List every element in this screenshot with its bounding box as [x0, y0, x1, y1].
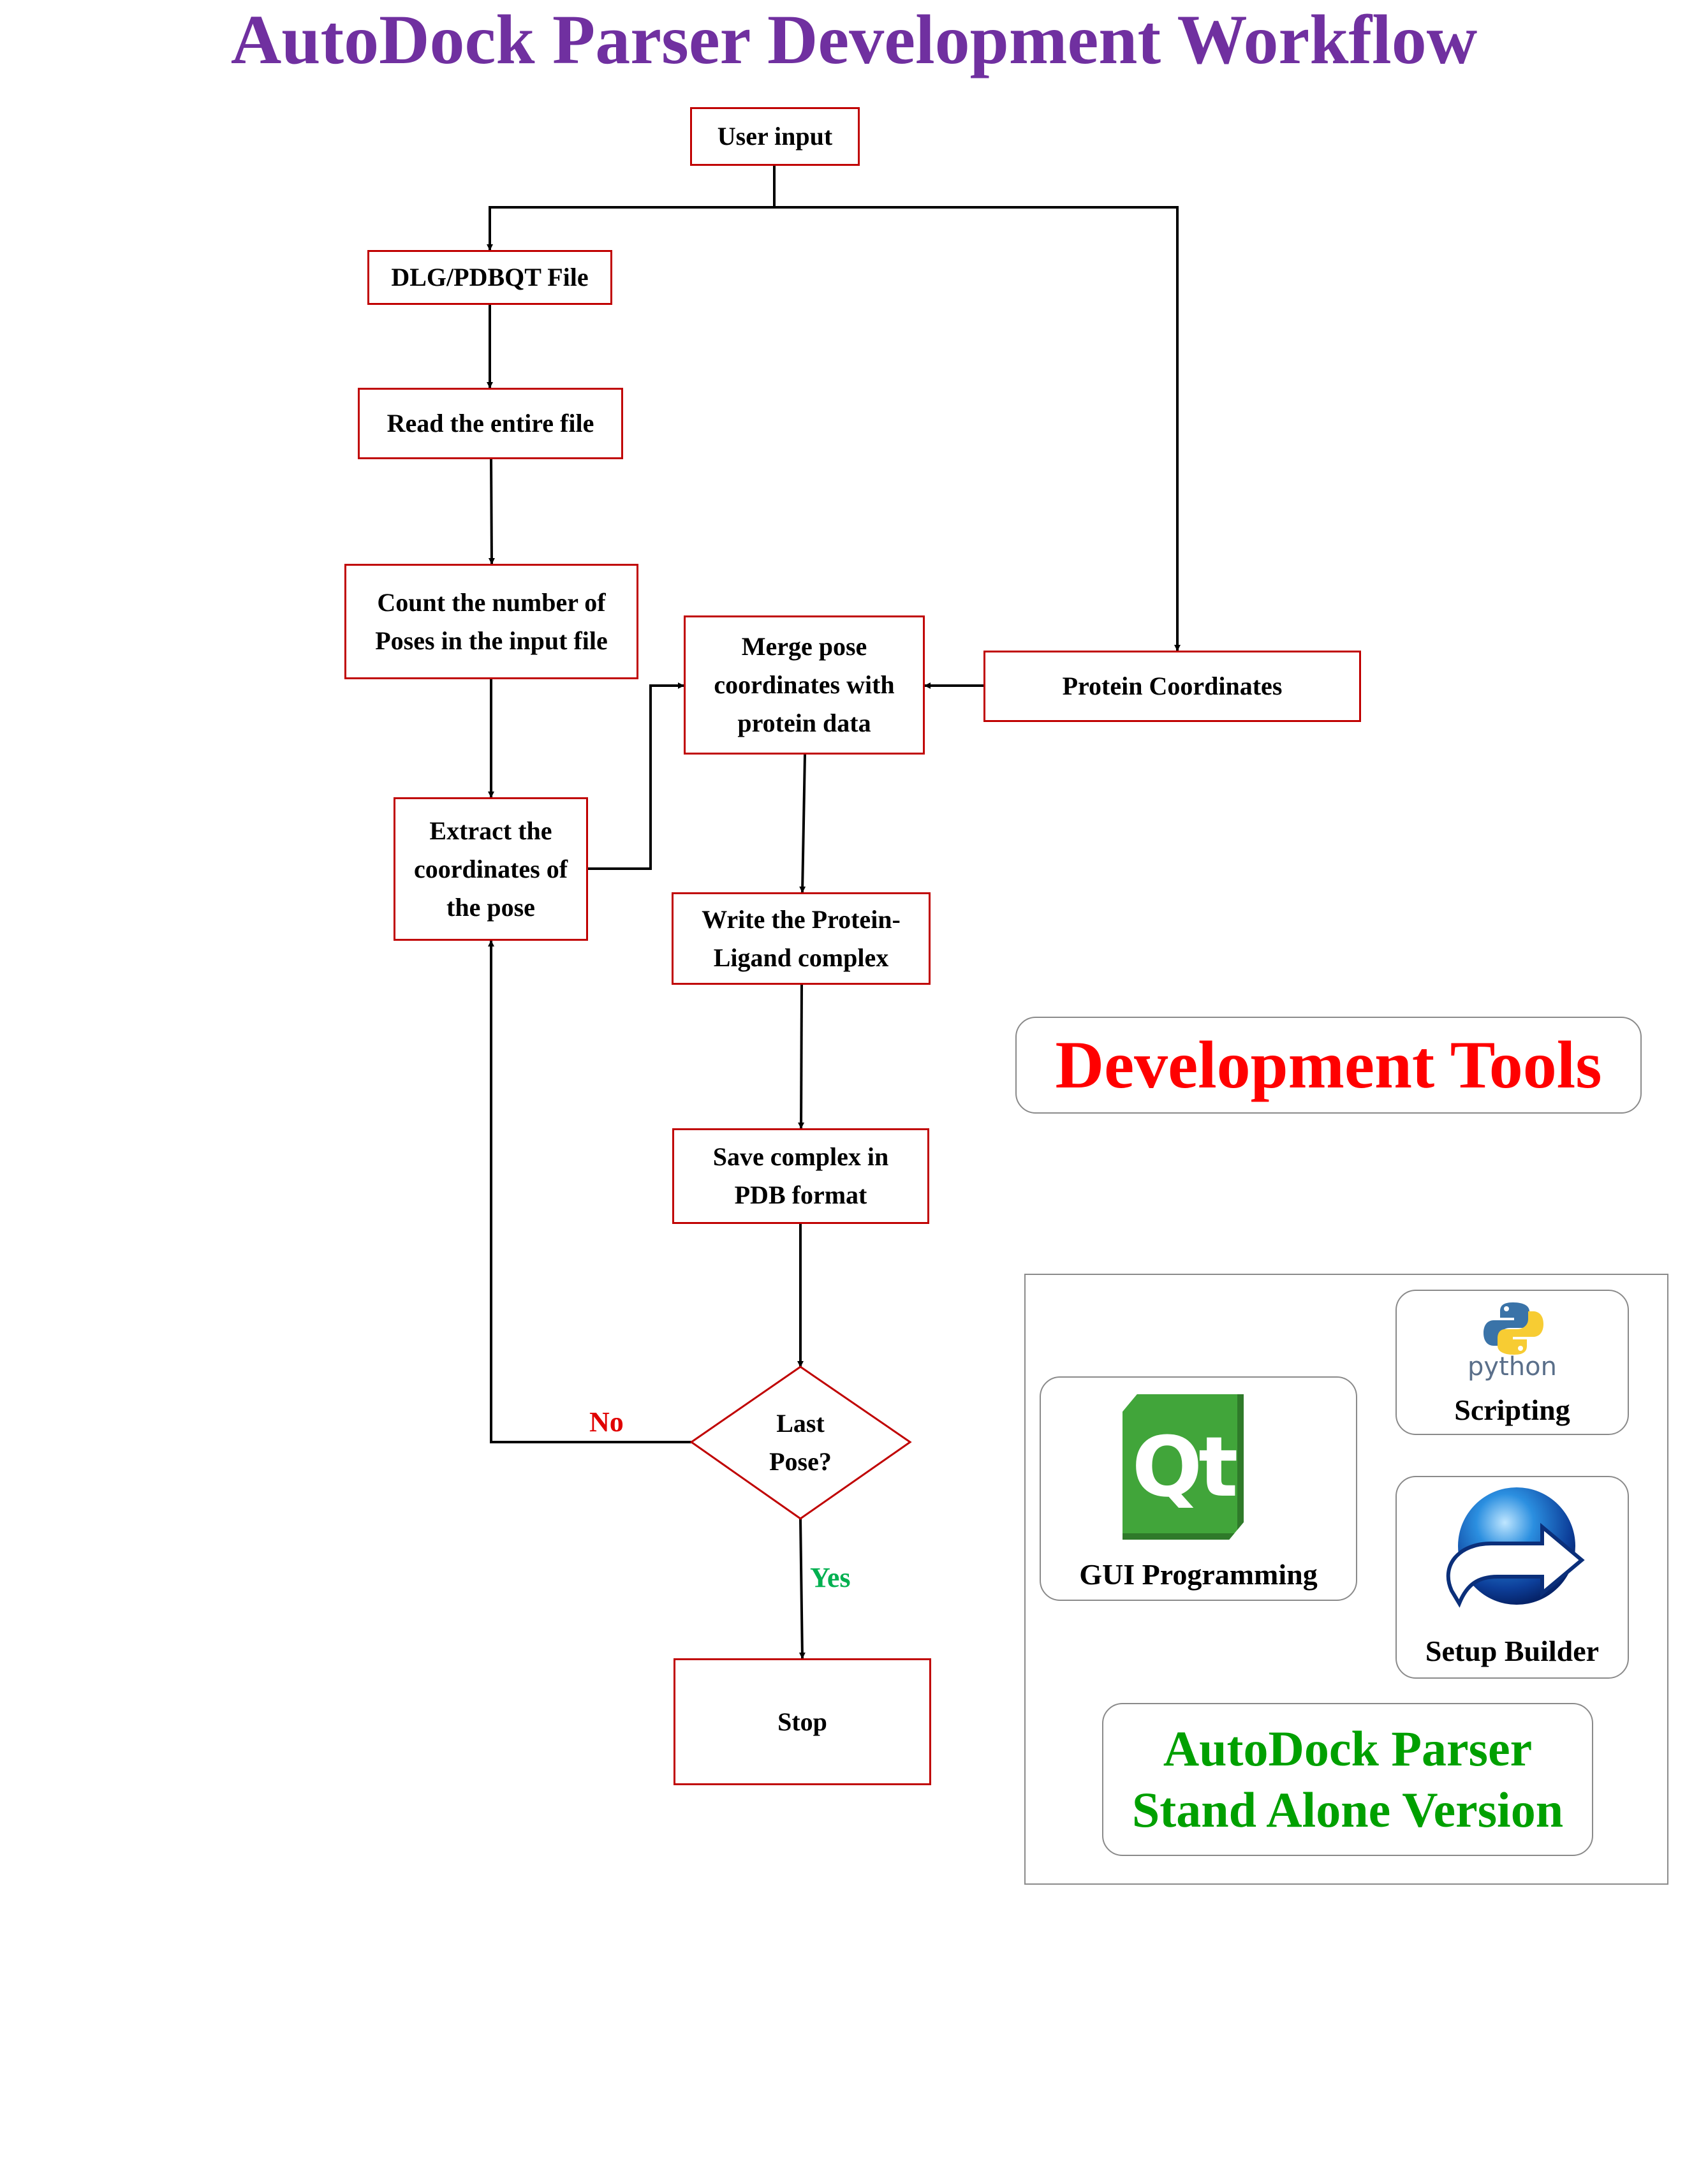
edge-read-to-count — [488, 459, 495, 564]
gui-programming-label: GUI Programming — [1079, 1558, 1318, 1591]
gui-programming-card: Qt GUI Programming — [1040, 1376, 1357, 1601]
node-stop: Stop — [674, 1658, 931, 1785]
node-count-poses: Count the number of Poses in the input f… — [344, 564, 638, 679]
python-logo-icon — [1483, 1302, 1543, 1355]
decision-diamond — [689, 1366, 912, 1520]
setup-builder-card: Setup Builder — [1395, 1476, 1629, 1679]
edge-extract-to-merge — [588, 682, 684, 870]
node-dlg-pdbqt-file: DLG/PDBQT File — [367, 250, 612, 305]
qt-logo-text: Qt — [1131, 1418, 1239, 1515]
node-write-complex: Write the Protein- Ligand complex — [672, 892, 931, 985]
setup-builder-globe-icon — [1446, 1487, 1585, 1608]
edge-input-to-protein — [774, 206, 1181, 651]
node-merge-pose: Merge pose coordinates with protein data — [684, 615, 925, 755]
standalone-version-label: AutoDock Parser Stand Alone Version — [1102, 1703, 1593, 1856]
decision-label: Last Pose? — [769, 1409, 832, 1476]
node-user-input: User input — [690, 107, 860, 166]
edge-write-to-save — [798, 984, 805, 1129]
edge-label-yes: Yes — [810, 1562, 851, 1593]
qt-logo-icon: Qt — [1123, 1394, 1244, 1540]
python-logo-text: python — [1468, 1352, 1557, 1381]
edge-input-to-dlg — [487, 206, 774, 251]
edge-decision-yes — [799, 1518, 806, 1659]
node-save-pdb: Save complex in PDB format — [672, 1128, 929, 1224]
edge-label-no: No — [589, 1406, 624, 1438]
node-read-file: Read the entire file — [358, 388, 623, 459]
node-protein-coordinates: Protein Coordinates — [983, 651, 1361, 722]
setup-builder-label: Setup Builder — [1425, 1635, 1600, 1667]
development-tools-title: Development Tools — [1015, 1017, 1642, 1114]
edge-decision-no — [488, 940, 691, 1443]
edge-merge-to-write — [799, 754, 806, 893]
scripting-card: python Scripting — [1395, 1290, 1629, 1435]
node-extract-coordinates: Extract the coordinates of the pose — [394, 797, 588, 941]
scripting-label: Scripting — [1454, 1394, 1570, 1426]
page-title: AutoDock Parser Development Workflow — [230, 1, 1478, 78]
